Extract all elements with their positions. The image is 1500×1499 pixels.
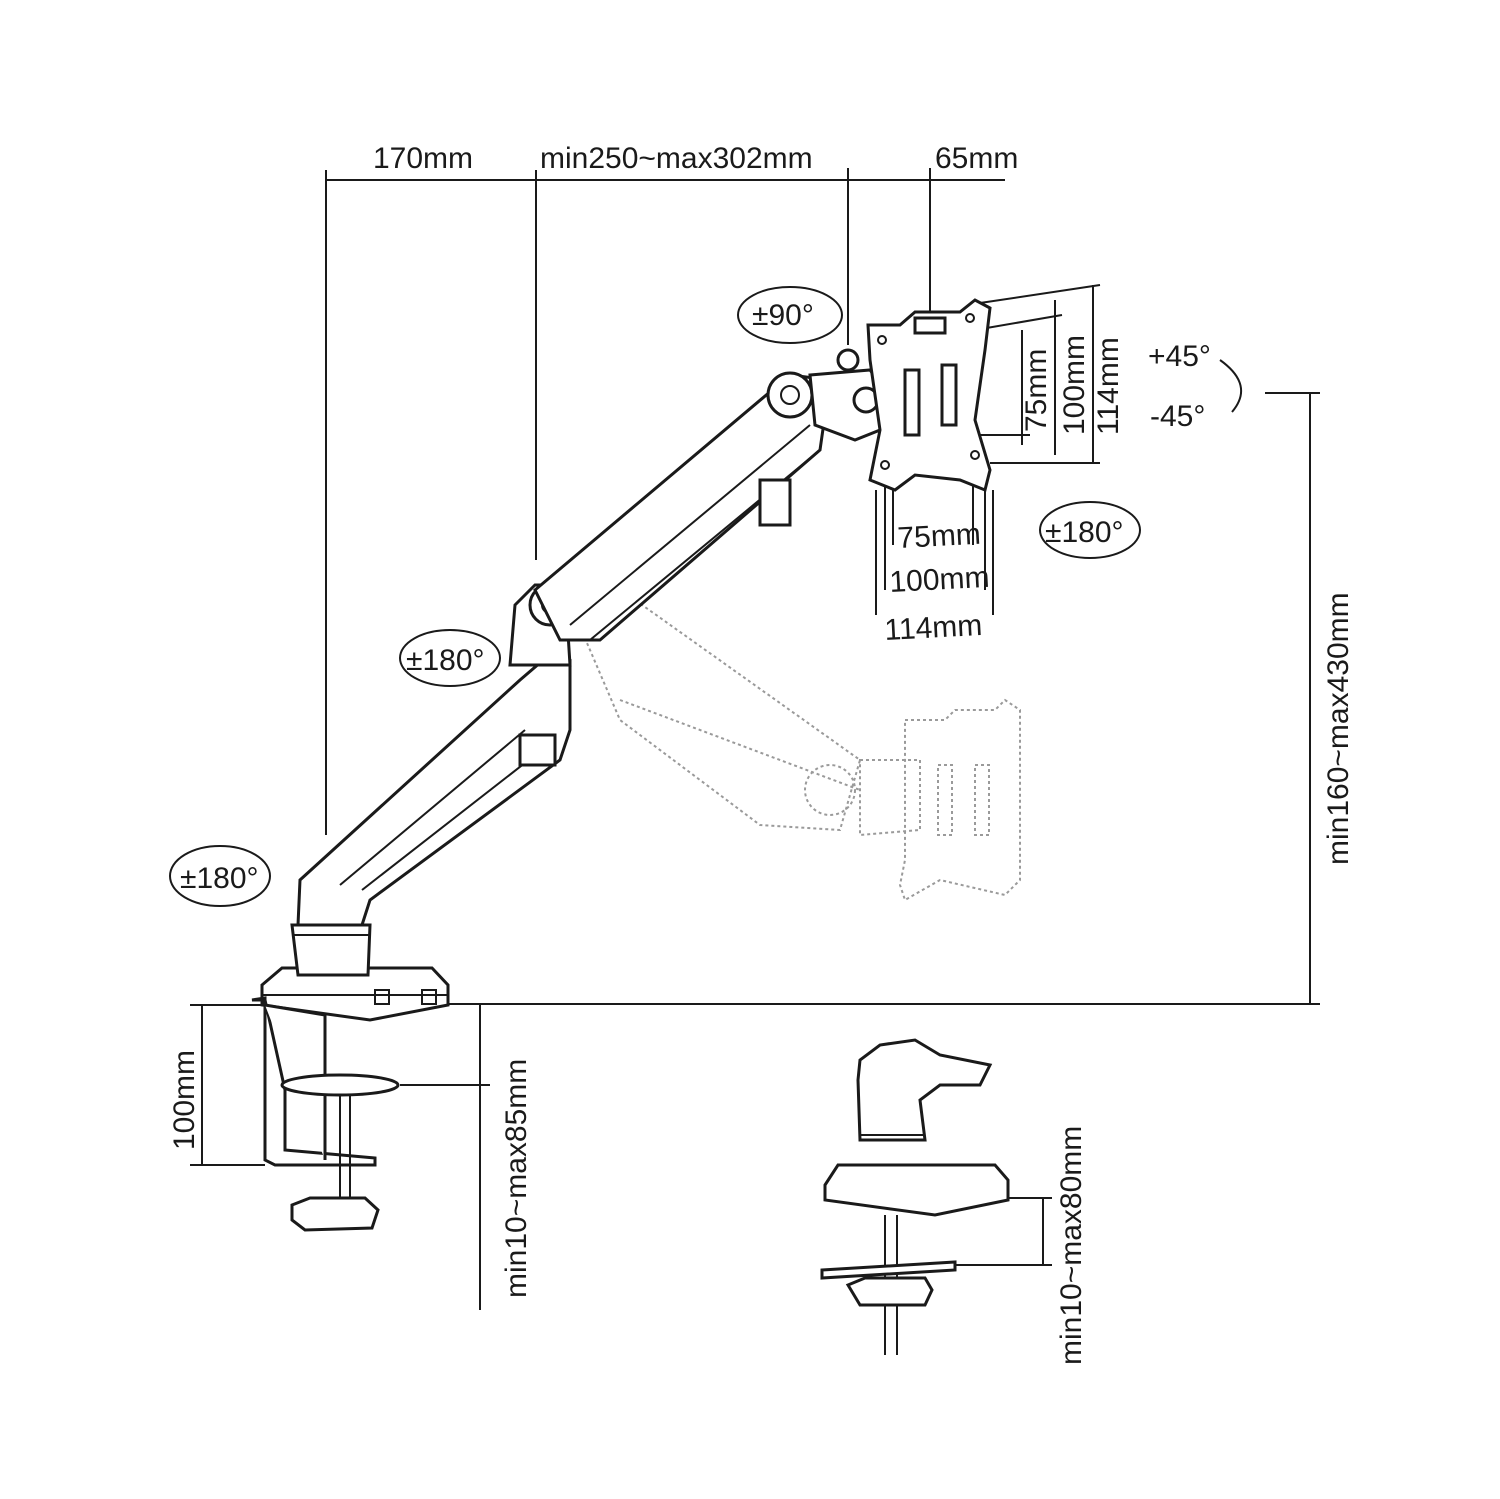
clamp-pad xyxy=(280,1073,400,1097)
pivot-plus-label: +45° xyxy=(1148,340,1211,373)
vesa-v75-label: 75mm xyxy=(1020,349,1053,432)
monitor-arm xyxy=(260,348,887,1022)
lowered-arm-ghost xyxy=(558,573,1021,902)
clamp-body xyxy=(251,996,377,1167)
vesa-h100-label: 100mm xyxy=(889,561,991,599)
grommet-thickness-label: min10~max80mm xyxy=(1055,1126,1088,1365)
vesa-v100-label: 100mm xyxy=(1058,335,1091,435)
rotation-arrows xyxy=(169,286,1242,907)
vesa-h75-label: 75mm xyxy=(897,518,982,555)
clamp-dimension-lines xyxy=(190,1004,490,1310)
height-range-label: min160~max430mm xyxy=(1322,592,1355,865)
clamp-thickness-label: min10~max85mm xyxy=(500,1059,533,1298)
tilt-label: ±90° xyxy=(752,299,814,332)
grommet-mount xyxy=(820,1038,1010,1355)
height-dimension-line xyxy=(445,392,1320,1005)
clamp-assembly xyxy=(251,996,400,1232)
base-rotation-label: ±180° xyxy=(180,862,259,895)
vesa-h114-label: 114mm xyxy=(884,609,983,647)
clamp-knob xyxy=(290,1196,380,1232)
arm-offset-label: 170mm xyxy=(373,142,473,175)
vesa-v114-label: 114mm xyxy=(1092,337,1125,435)
lower-arm xyxy=(296,648,572,927)
top-dimension-lines xyxy=(325,168,1005,835)
clamp-height-label: 100mm xyxy=(168,1050,201,1150)
shoulder-knob xyxy=(766,371,814,419)
pivot-minus-label: -45° xyxy=(1150,400,1205,433)
elbow-rotation-label: ±180° xyxy=(406,644,485,677)
head-rotation-label: ±180° xyxy=(1045,516,1124,549)
base-column xyxy=(290,923,372,977)
arm-reach-label: min250~max302mm xyxy=(540,142,813,175)
vesa-plate xyxy=(866,298,992,493)
plate-offset-label: 65mm xyxy=(935,142,1018,175)
